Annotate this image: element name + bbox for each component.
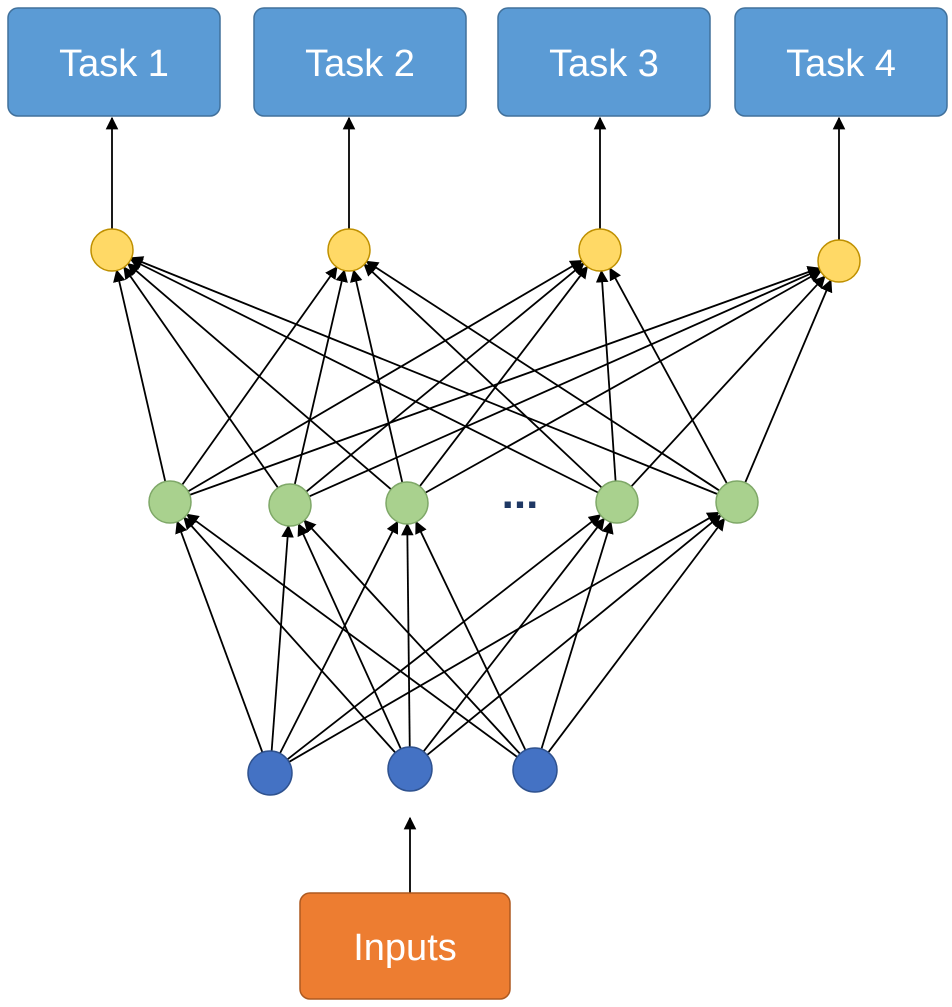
hidden-node-5: [715, 480, 759, 524]
inputs-box: Inputs: [299, 892, 511, 1000]
edge-input-3-to-hidden-4: [540, 520, 614, 750]
edge-input-3-to-hidden-3: [415, 520, 527, 751]
edge-input-3-to-hidden-2: [303, 519, 521, 755]
task-box-3: Task 3: [497, 7, 711, 117]
task-box-1: Task 1: [7, 7, 221, 117]
edge-input-2-to-hidden-3: [401, 522, 414, 748]
edge-input-2-to-hidden-2: [297, 522, 402, 750]
hidden-node-2: [268, 483, 312, 527]
edge-hidden-2-to-task-4: [308, 268, 821, 498]
edge-input-1-to-hidden-3: [279, 520, 399, 754]
edge-hidden-1-to-task-3: [187, 259, 583, 493]
edge-hidden-3-to-task-2: [350, 269, 404, 483]
hidden-ellipsis: ...: [502, 469, 539, 518]
edge-hidden-5-to-task-3: [609, 267, 728, 484]
task-node-2: [327, 228, 371, 272]
task-box-2: Task 2: [253, 7, 467, 117]
edge-hidden-3-to-task-1: [126, 262, 392, 491]
input-node-3: [512, 747, 558, 793]
edge-input-1-to-hidden-5: [288, 511, 720, 763]
input-node-1: [247, 750, 293, 796]
edge-hidden-1-to-task-1: [113, 269, 167, 482]
hidden-node-1: [148, 480, 192, 524]
edge-hidden-1-to-task-4: [189, 266, 821, 496]
task-1-label: Task 1: [59, 43, 169, 85]
edge-hidden-4-to-task-1: [129, 258, 599, 494]
task-3-label: Task 3: [549, 43, 659, 85]
task-node-3: [578, 228, 622, 272]
task-box-4: Task 4: [734, 7, 948, 117]
edge-input-3-to-hidden-5: [547, 517, 726, 753]
edge-input-1-to-hidden-1: [175, 520, 264, 753]
task-4-label: Task 4: [786, 43, 896, 85]
edge-input-1-to-hidden-2: [270, 524, 294, 752]
edge-hidden-3-to-task-4: [424, 270, 822, 494]
edge-hidden-4-to-task-2: [363, 263, 603, 489]
edge-hidden-5-to-task-1: [130, 256, 718, 495]
inputs-label: Inputs: [353, 927, 457, 969]
input-node-2: [387, 746, 433, 792]
edge-group: [105, 116, 846, 893]
hidden-node-3: [385, 481, 429, 525]
edge-input-1-to-hidden-4: [286, 514, 602, 761]
edge-hidden-2-to-task-1: [123, 266, 279, 489]
edge-hidden-4-to-task-4: [630, 275, 826, 488]
edge-input-2-to-hidden-4: [422, 517, 605, 753]
task-node-4: [817, 239, 861, 283]
edge-hidden-5-to-task-4: [744, 279, 833, 484]
edge-hidden-3-to-task-3: [419, 265, 589, 487]
task-node-1: [90, 228, 134, 272]
edge-input-3-to-hidden-1: [185, 513, 518, 758]
edge-input-2-to-hidden-1: [183, 516, 396, 754]
edge-hidden-4-to-task-3: [595, 269, 617, 482]
edge-hidden-5-to-task-2: [365, 260, 720, 492]
edge-hidden-2-to-task-3: [305, 262, 585, 493]
hidden-node-4: [595, 480, 639, 524]
edge-hidden-2-to-task-2: [293, 269, 348, 485]
task-2-label: Task 2: [305, 43, 415, 85]
edge-input-2-to-hidden-5: [426, 514, 722, 756]
